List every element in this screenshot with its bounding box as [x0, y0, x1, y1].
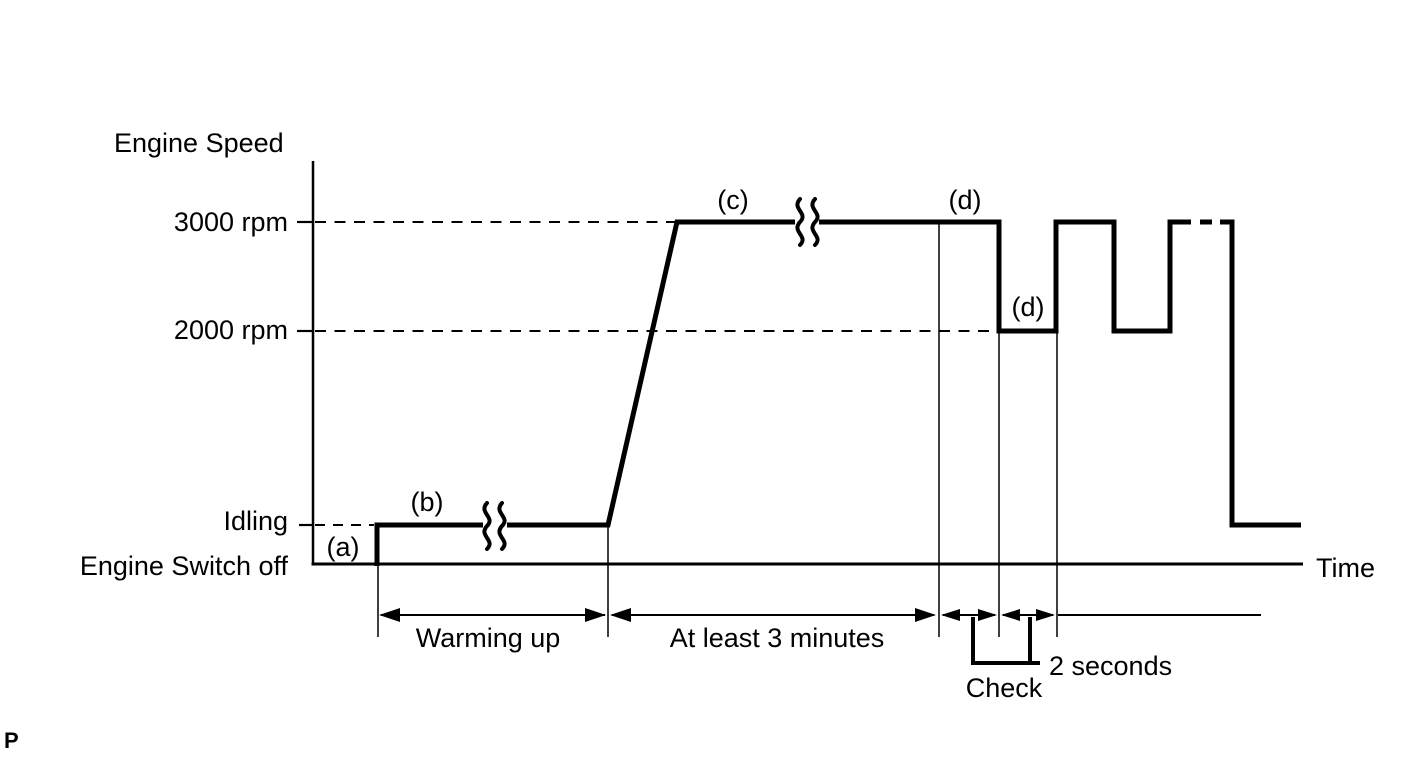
dimension-arrow-3-minutes [610, 608, 936, 622]
x-axis-title: Time [1316, 553, 1375, 583]
annotation-3-minutes: At least 3 minutes [669, 623, 885, 653]
level-label-idling: Idling [223, 506, 288, 536]
y-axis-title: Engine Speed [114, 128, 284, 158]
level-label-3000rpm: 3000 rpm [173, 207, 288, 237]
marker-d-top: (d) [948, 185, 982, 215]
marker-a: (a) [326, 532, 360, 562]
speed-trace-ramp-up [507, 219, 795, 528]
speed-trace-return-idle [1220, 219, 1301, 528]
dimension-arrow-warming-up [379, 608, 606, 622]
check-bracket [971, 617, 1040, 665]
speed-trace-idle-start [374, 522, 483, 566]
annotation-2-seconds: 2 seconds [1049, 651, 1173, 681]
page-marker: P [4, 728, 19, 753]
speed-trace-check-pulses [819, 219, 1179, 334]
dimension-arrow-2sec-second [1001, 609, 1055, 621]
level-label-2000rpm: 2000 rpm [173, 315, 288, 345]
marker-b: (b) [410, 487, 444, 517]
marker-d-low: (d) [1011, 292, 1045, 322]
marker-c: (c) [717, 185, 749, 215]
trace-break-mark-3000rpm [795, 197, 820, 247]
trace-break-mark-idling [482, 501, 507, 551]
annotation-check: Check [965, 673, 1043, 703]
annotation-warming-up: Warming up [415, 623, 561, 653]
dimension-arrow-2sec-first [941, 609, 997, 621]
level-label-engine-switch-off: Engine Switch off [79, 551, 288, 581]
